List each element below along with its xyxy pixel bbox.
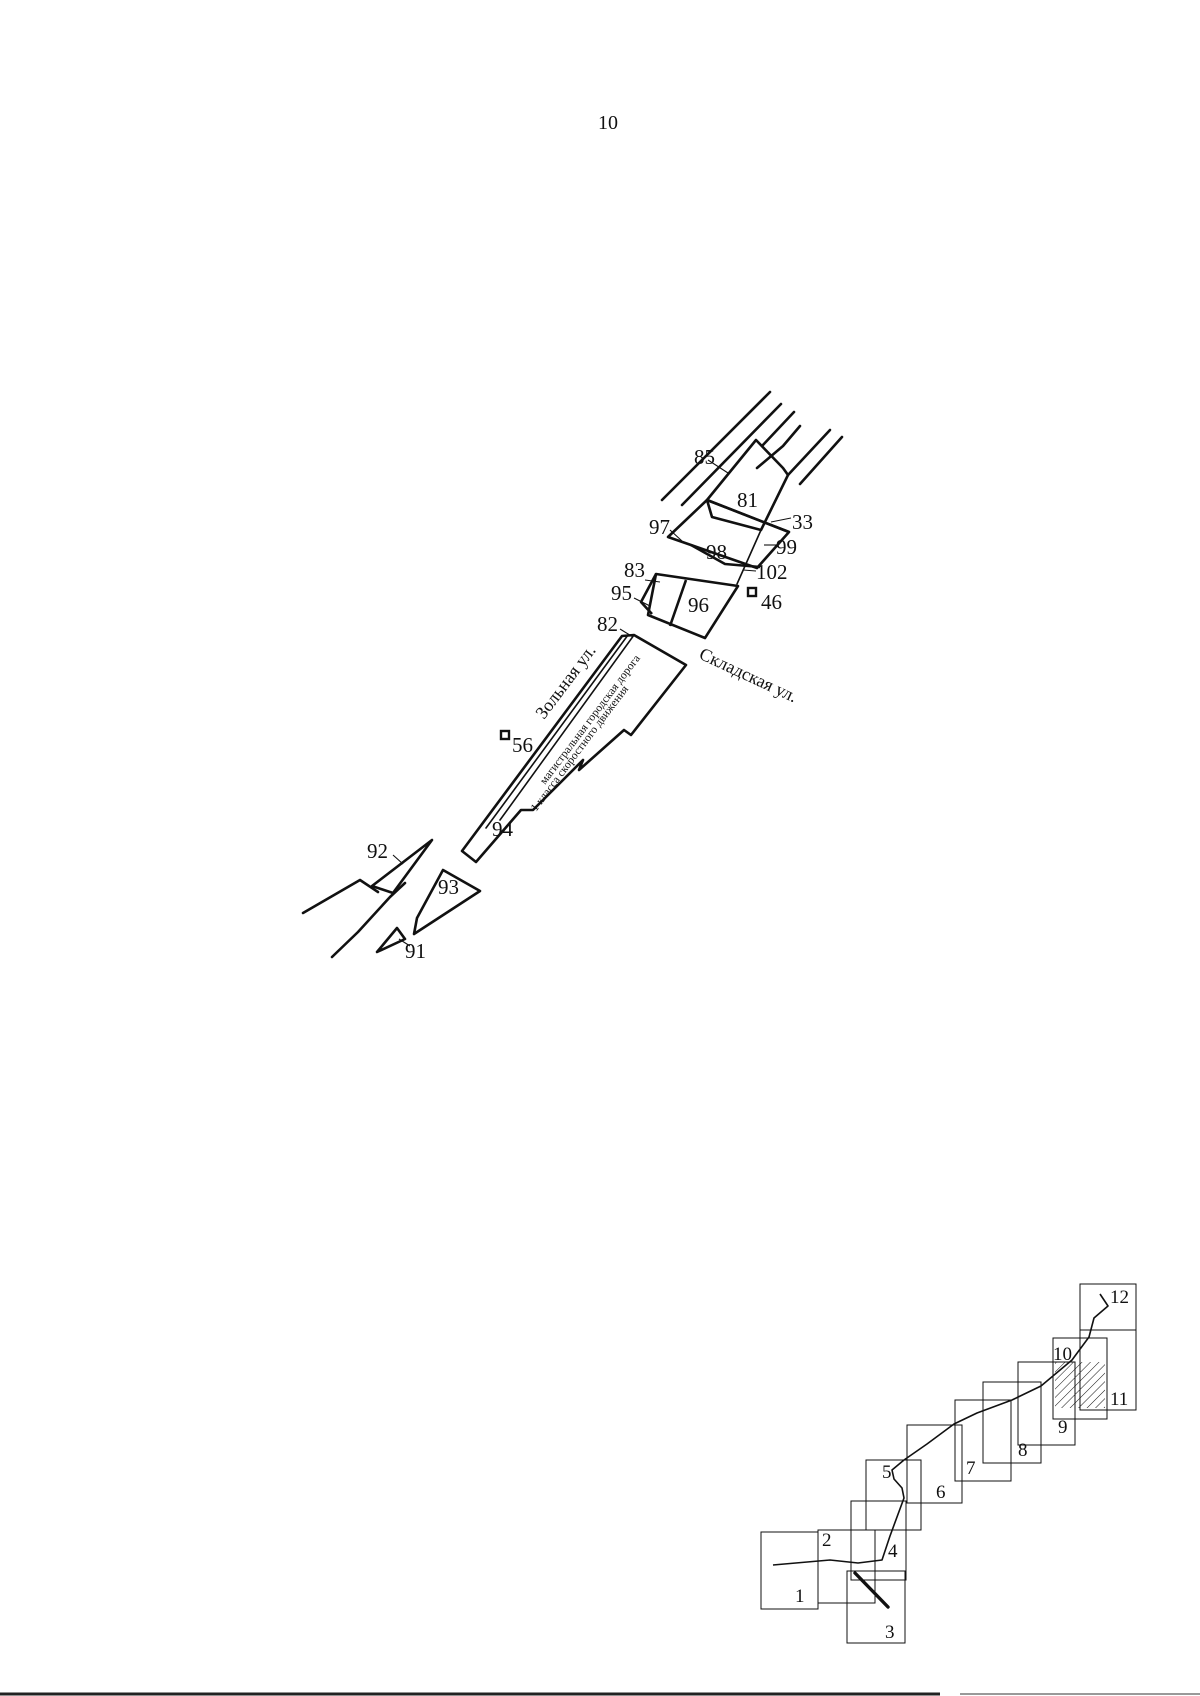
index-label-7: 7 <box>966 1458 976 1479</box>
leader-95 <box>633 597 651 607</box>
leader-85 <box>707 459 729 474</box>
leader-102 <box>742 569 757 572</box>
leader-92 <box>392 854 404 865</box>
parcel-91 <box>375 926 407 954</box>
parcel-85-81 <box>705 438 790 532</box>
index-route-trace <box>772 1293 1109 1566</box>
label-94: 94 <box>492 817 514 841</box>
index-cell-1 <box>760 1531 819 1610</box>
bottom-rule <box>0 1692 1200 1696</box>
index-label-3: 3 <box>885 1622 895 1643</box>
label-83: 83 <box>624 558 645 582</box>
leader-91 <box>398 938 411 947</box>
road-north-west-edge-inner <box>680 402 783 507</box>
parcel-98-divider <box>690 543 761 569</box>
label-82: 82 <box>597 612 618 636</box>
road-annotation-line1: магистральная городская дорога <box>538 653 643 787</box>
marker-56 <box>499 729 511 741</box>
index-cell-12 <box>1079 1283 1137 1331</box>
parcel-82-inner-line-2 <box>485 634 629 829</box>
parcel-95-divider <box>668 579 688 627</box>
label-93: 93 <box>438 875 459 899</box>
label-46: 46 <box>761 590 782 614</box>
index-label-10: 10 <box>1053 1344 1072 1365</box>
index-label-1: 1 <box>795 1586 805 1607</box>
label-33: 33 <box>792 510 813 534</box>
label-98: 98 <box>706 540 727 564</box>
parcel-labels: 85 81 33 97 98 99 102 83 95 96 46 82 56 … <box>367 445 813 963</box>
parcel-97-98 <box>666 498 791 570</box>
road-south-west <box>301 878 380 915</box>
index-map: 1 2 3 4 5 6 7 8 9 10 11 12 <box>760 1283 1137 1644</box>
road-south-west-2 <box>330 881 407 959</box>
label-99: 99 <box>776 535 797 559</box>
index-label-9: 9 <box>1058 1417 1068 1438</box>
parcel-99-line <box>736 529 762 585</box>
index-label-8: 8 <box>1018 1440 1028 1461</box>
index-cell-4 <box>850 1500 907 1581</box>
leader-97 <box>669 529 683 542</box>
street-skladskaya: Складская ул. <box>696 643 800 706</box>
parcel-82-inner-line-1 <box>499 634 635 821</box>
label-91: 91 <box>405 939 426 963</box>
index-cell-6 <box>906 1424 963 1504</box>
road-north-mid-2 <box>755 424 802 470</box>
index-current-sheet-hatch <box>1055 1362 1105 1408</box>
index-cell-3 <box>846 1570 906 1644</box>
leader-33 <box>770 517 792 523</box>
road-north-east-edge-inner <box>798 435 844 486</box>
index-label-11: 11 <box>1110 1389 1128 1410</box>
label-85: 85 <box>694 445 715 469</box>
page-number: 10 <box>598 112 618 134</box>
leader-lines <box>392 459 792 947</box>
index-cell-5 <box>865 1459 922 1531</box>
road-lines <box>301 390 844 959</box>
road-north-west-edge <box>660 390 772 502</box>
label-81: 81 <box>737 488 758 512</box>
parcel-82-94 <box>460 633 688 864</box>
label-95: 95 <box>611 581 632 605</box>
index-label-2: 2 <box>822 1530 832 1551</box>
parcel-83-96 <box>646 572 740 640</box>
index-cell-8 <box>982 1381 1042 1464</box>
label-97: 97 <box>649 515 670 539</box>
label-92: 92 <box>367 839 388 863</box>
index-label-4: 4 <box>888 1541 898 1562</box>
leader-82 <box>619 628 634 638</box>
label-96: 96 <box>688 593 709 617</box>
parcels <box>370 438 791 954</box>
index-label-12: 12 <box>1110 1287 1129 1308</box>
leader-83 <box>644 579 661 583</box>
label-102: 102 <box>756 560 788 584</box>
index-label-5: 5 <box>882 1462 892 1483</box>
index-route-branch <box>853 1571 890 1609</box>
label-56: 56 <box>512 733 533 757</box>
road-north-east-edge <box>786 428 832 477</box>
parcel-93 <box>412 868 482 936</box>
marker-46 <box>746 586 758 598</box>
index-label-6: 6 <box>936 1482 946 1503</box>
road-north-mid <box>760 410 796 448</box>
